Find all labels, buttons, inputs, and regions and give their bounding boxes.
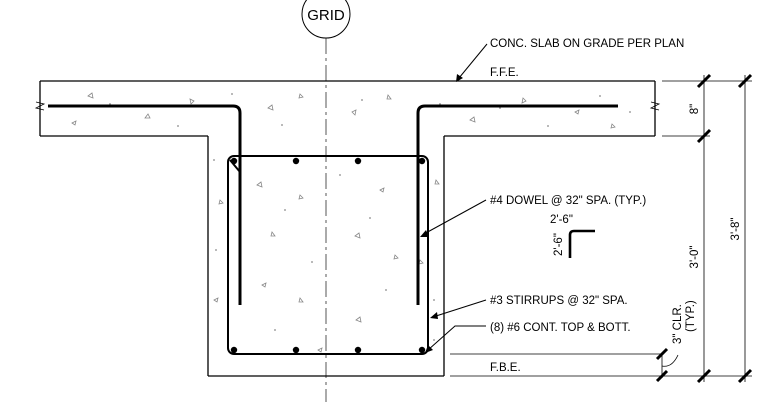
dimension-lines xyxy=(662,75,752,382)
dowel-bar-right xyxy=(416,104,618,305)
clear-cover-leader xyxy=(661,354,679,367)
clear-cover-label: 3" CLR. xyxy=(672,304,684,344)
grid-label: GRID xyxy=(307,7,345,24)
slab-thickness-dim: 8" xyxy=(689,104,701,114)
cont-bars-leader-arrow xyxy=(425,345,433,353)
footing-depth-dim: 3'-0" xyxy=(689,246,701,269)
dowel-detail-vertical: 2'-6" xyxy=(553,233,565,256)
continuous-bars xyxy=(230,157,426,354)
dowel-leader-arrow xyxy=(420,230,429,237)
dowel-leader xyxy=(423,199,487,235)
ffe-label: F.F.E. xyxy=(490,67,519,79)
dimension-ticks xyxy=(696,73,753,384)
clear-cover-note: (TYP.) xyxy=(685,300,697,332)
clear-cover-tick-top xyxy=(655,347,669,361)
dowel-callout: #4 DOWEL @ 32" SPA. (TYP.) xyxy=(490,195,646,207)
slab-callout: CONC. SLAB ON GRADE PER PLAN xyxy=(490,38,684,50)
dowel-bar-left xyxy=(48,104,242,305)
slab-break-left xyxy=(34,101,46,111)
fbe-label: F.B.E. xyxy=(490,362,521,374)
slab-leader xyxy=(458,43,488,79)
cont-bars-callout: (8) #6 CONT. TOP & BOTT. xyxy=(490,322,631,334)
stirrups-leader-arrow xyxy=(430,312,438,319)
stirrup xyxy=(227,155,429,355)
stirrups-leader xyxy=(435,299,487,317)
dowel-bend-detail xyxy=(568,229,595,258)
slab-leader-arrow xyxy=(456,74,463,82)
slab-outline xyxy=(39,80,656,137)
total-depth-dim: 3'-8" xyxy=(730,218,742,241)
grid-bubble xyxy=(301,0,351,39)
cont-bars-leader xyxy=(427,325,486,351)
concrete-stipple xyxy=(71,92,616,353)
dowel-detail-horizontal: 2'-6" xyxy=(550,214,573,226)
concrete-dots xyxy=(109,93,631,341)
slab-break-right xyxy=(649,101,661,111)
stirrups-callout: #3 STIRRUPS @ 32" SPA. xyxy=(490,295,628,307)
